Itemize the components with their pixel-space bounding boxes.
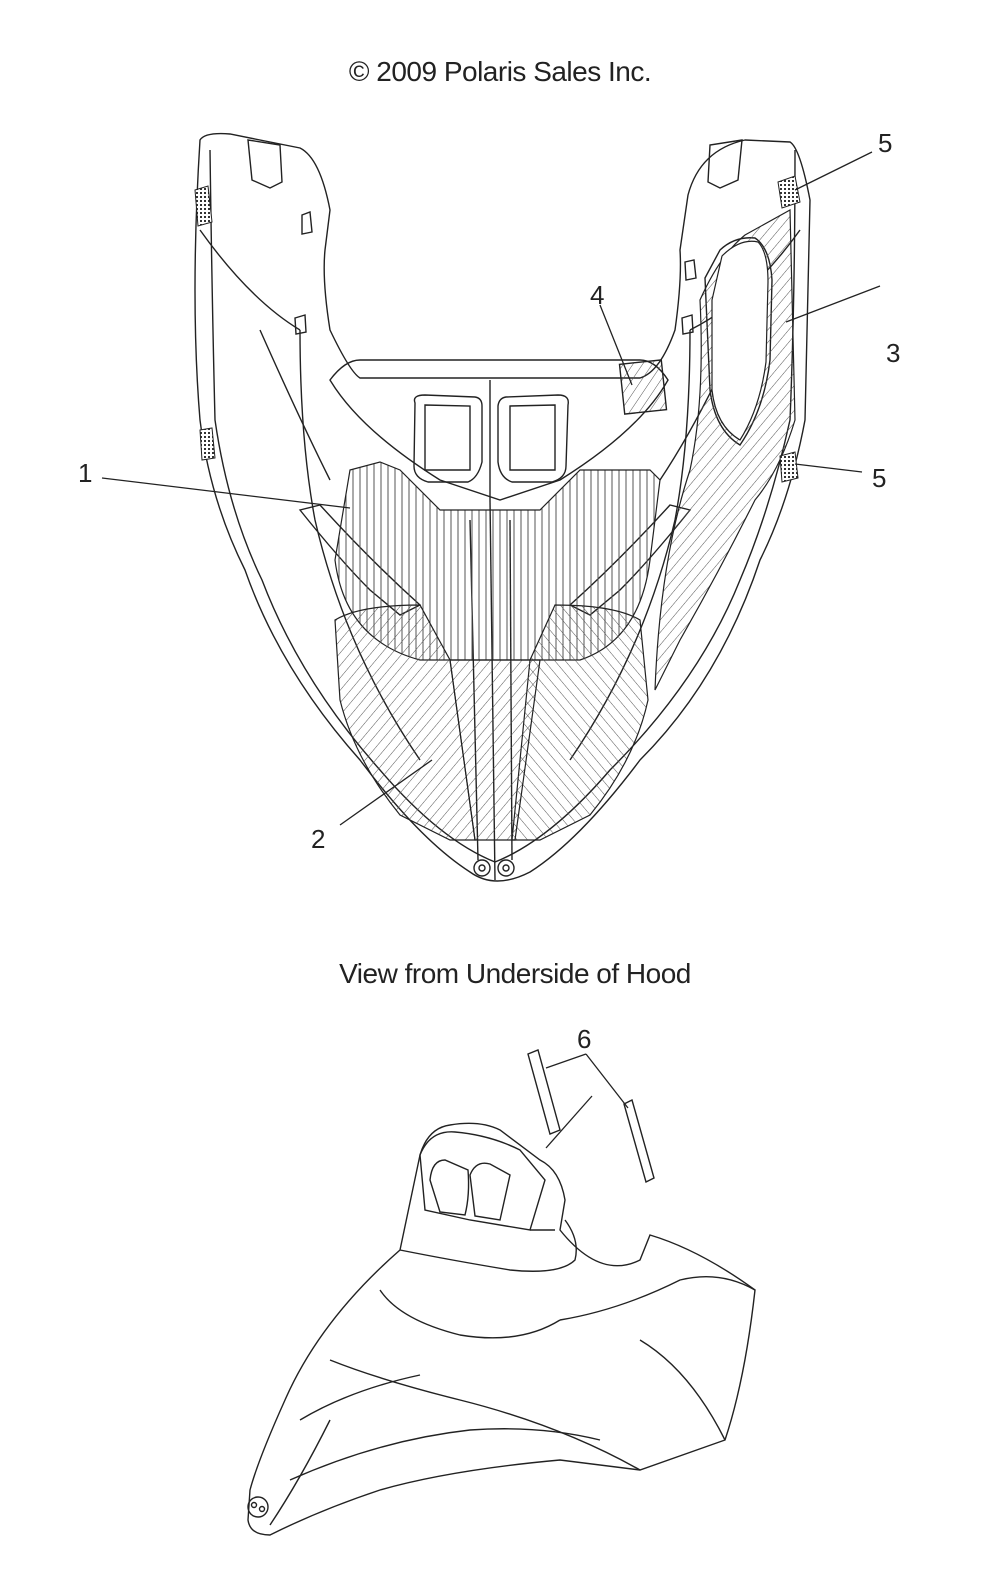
decal-lower-left bbox=[334, 604, 476, 841]
side-vent-upper bbox=[777, 175, 801, 209]
iso-hood-outline bbox=[247, 1122, 756, 1536]
trim-strip-right bbox=[623, 1098, 655, 1184]
side-vent-lower bbox=[779, 451, 799, 483]
callout-2: 2 bbox=[311, 824, 326, 854]
decal-lower-right bbox=[511, 604, 649, 841]
hood-outline bbox=[194, 132, 811, 882]
side-vent-left-upper bbox=[194, 185, 213, 227]
trim-strip-left bbox=[527, 1049, 561, 1135]
underside-caption: View from Underside of Hood bbox=[339, 958, 691, 989]
callout-6: 6 bbox=[577, 1024, 592, 1054]
side-vent-left-lower bbox=[199, 427, 216, 461]
callout-1: 1 bbox=[78, 458, 93, 488]
callout-5-upper: 5 bbox=[878, 128, 893, 158]
callout-4: 4 bbox=[590, 280, 605, 310]
hood-iso-view bbox=[247, 1049, 756, 1536]
hood-top-view bbox=[101, 132, 881, 882]
copyright-text: © 2009 Polaris Sales Inc. bbox=[348, 56, 652, 87]
callout-3: 3 bbox=[886, 338, 901, 368]
decal-small-square bbox=[618, 359, 668, 415]
callout-5-lower: 5 bbox=[872, 463, 887, 493]
